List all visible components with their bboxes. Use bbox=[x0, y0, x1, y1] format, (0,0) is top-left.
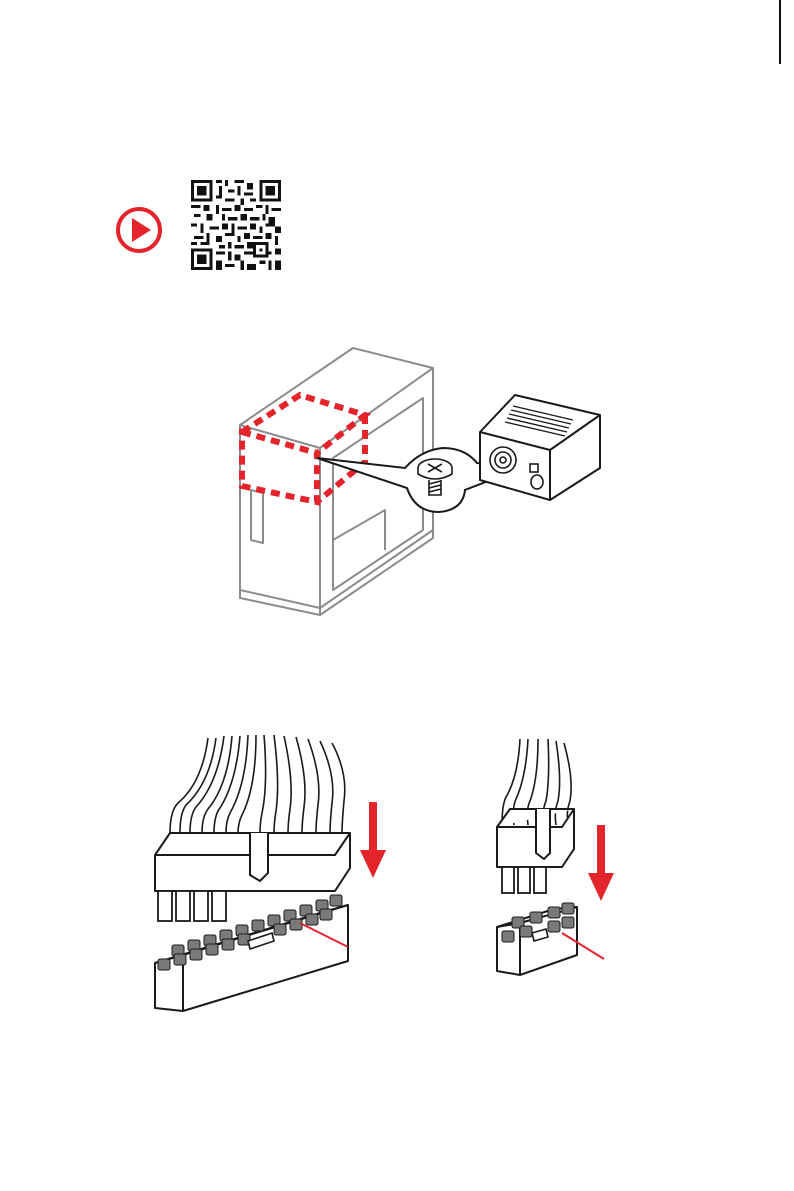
qr-code-icon[interactable] bbox=[191, 180, 281, 270]
play-icon[interactable] bbox=[114, 205, 164, 255]
pc-case-psu-installation-illustration bbox=[225, 340, 615, 625]
page-edge-line bbox=[779, 0, 781, 64]
atx-24pin-power-connector-illustration bbox=[150, 733, 360, 1015]
insert-down-arrow-icon bbox=[588, 825, 614, 903]
insert-down-arrow-icon bbox=[360, 802, 386, 880]
